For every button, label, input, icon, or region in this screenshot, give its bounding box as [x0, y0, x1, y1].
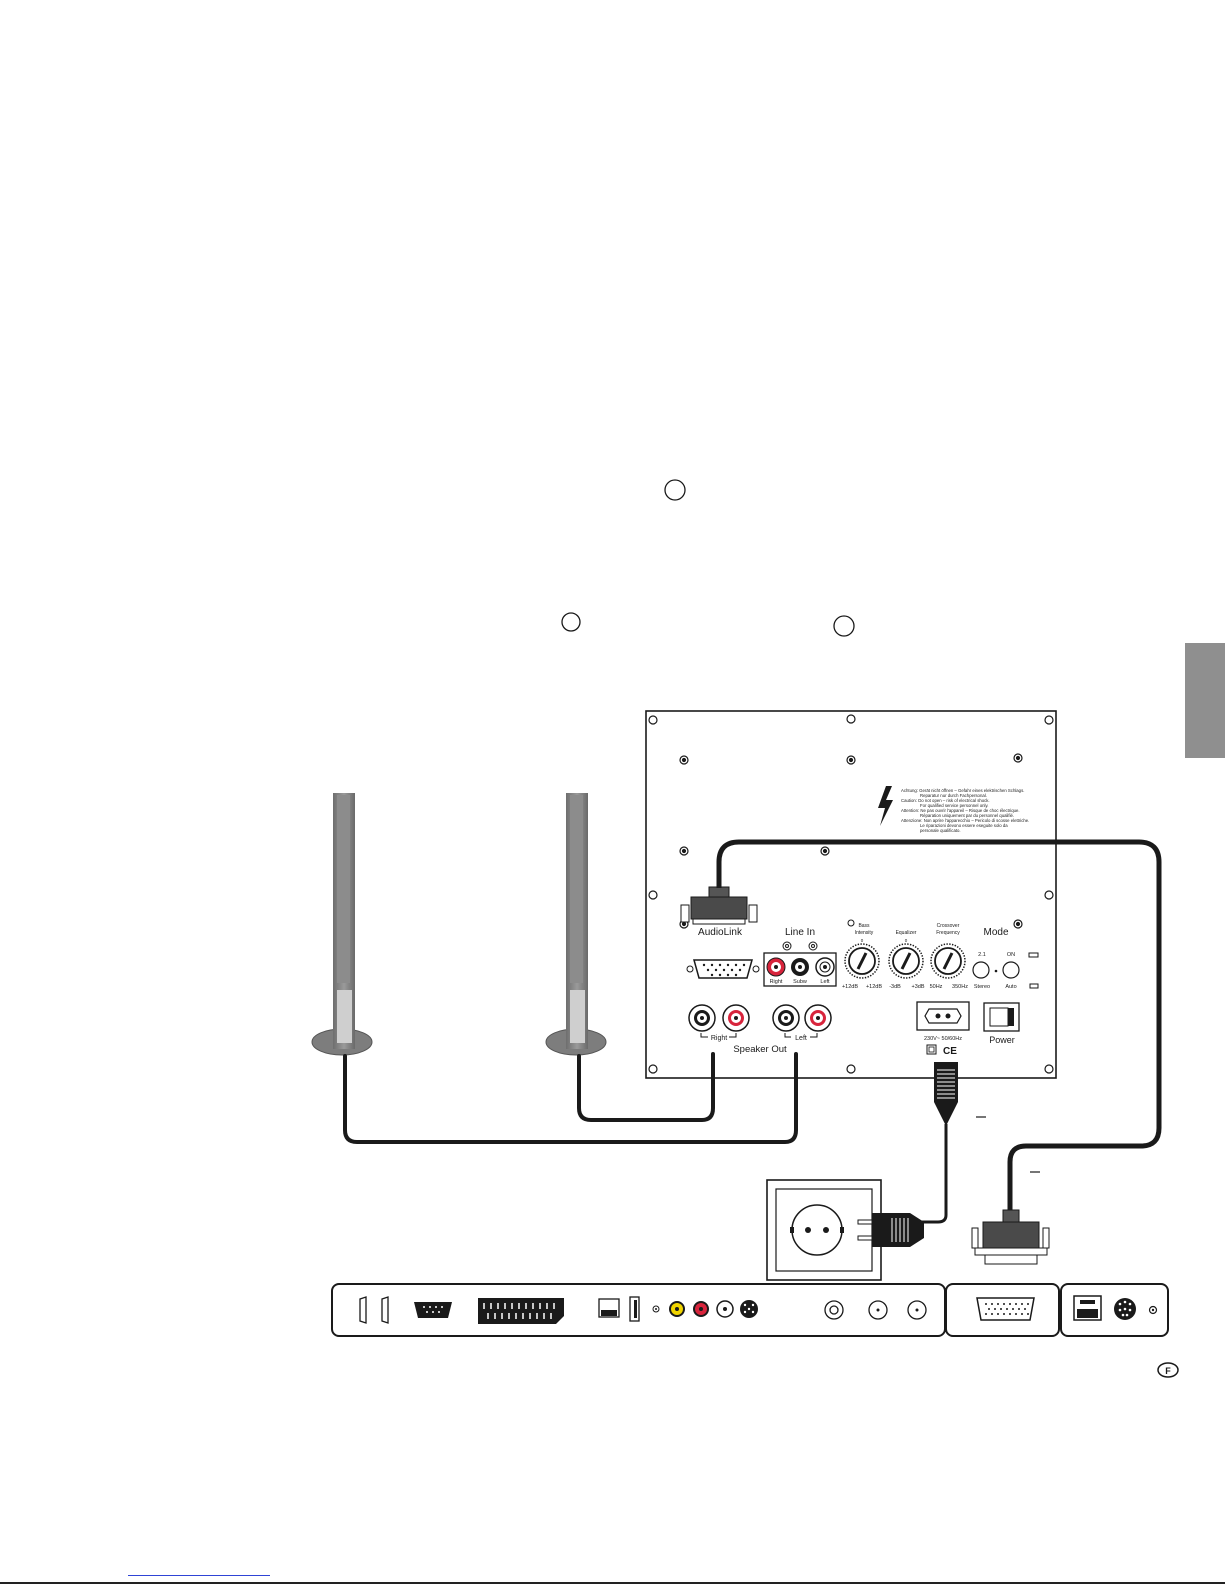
- svg-text:-3dB: -3dB: [889, 984, 901, 990]
- rj-port-icon: [1073, 1295, 1102, 1321]
- right-speaker: [545, 793, 607, 1056]
- mains-connector-plug: [934, 1062, 958, 1126]
- svg-text:Intensity: Intensity: [855, 930, 874, 936]
- scart-port-icon: [478, 1298, 564, 1324]
- svg-text:Le riparazioni devono essere e: Le riparazioni devono essere eseguite so…: [920, 823, 1008, 828]
- svg-text:Stereo: Stereo: [974, 984, 990, 990]
- mode-title: Mode: [983, 927, 1008, 938]
- speaker-out-title: Speaker Out: [733, 1044, 787, 1055]
- audiolink-tv-plug: [971, 1209, 1050, 1265]
- speaker-out-right-label: Right: [711, 1035, 727, 1042]
- page-bottom-rule: [0, 1582, 1225, 1584]
- svg-text:+12dB: +12dB: [866, 984, 882, 990]
- svg-text:Frequency: Frequency: [936, 930, 960, 936]
- svg-text:Attention: Ne pas ouvrir l'app: Attention: Ne pas ouvrir l'appareil – Ri…: [901, 808, 1020, 813]
- euro-plug-icon: [857, 1213, 924, 1247]
- svg-text:+12dB: +12dB: [842, 984, 858, 990]
- svg-text:0: 0: [905, 938, 908, 943]
- line-in-right-label: Right: [770, 979, 783, 985]
- lightning-bolt-icon: [878, 786, 893, 826]
- speaker-out-left-label: Left: [795, 1035, 807, 1042]
- svg-text:personale qualificato.: personale qualificato.: [920, 828, 961, 833]
- equalizer-knob: Equalizer 0 -3dB +3dB: [888, 930, 925, 990]
- svg-text:For qualified service personne: For qualified service personnel only.: [920, 803, 988, 808]
- speaker-out-group: Right Left Speaker Out: [688, 1004, 832, 1055]
- page-language-badge: F: [1157, 1362, 1179, 1378]
- bass-intensity-knob: Bass Intensity 0 +12dB +12dB: [842, 919, 882, 990]
- audiolink-connector: [680, 886, 758, 925]
- speaker-cables: [343, 1052, 798, 1144]
- dsub-port: [686, 959, 760, 979]
- crossover-frequency-knob: Crossover Frequency 50Hz 350Hz: [930, 923, 969, 990]
- vga-port-icon: [414, 1302, 452, 1318]
- svg-text:Reparatur nur durch Fachperson: Reparatur nur durch Fachpersonal.: [920, 793, 987, 798]
- power-rating-label: 230V~ 50/60Hz: [924, 1036, 962, 1042]
- mode-switches: Mode 2.1 ON Stereo Auto: [972, 927, 1039, 990]
- callout-circle: [664, 479, 686, 501]
- mini-din-port-icon: [1114, 1298, 1136, 1320]
- power-inlet: 230V~ 50/60Hz CE: [916, 1001, 970, 1057]
- svg-text:Bass: Bass: [858, 923, 870, 929]
- av-input-jacks: [652, 1300, 758, 1318]
- power-label: Power: [989, 1035, 1015, 1045]
- line-in-group: Line In Right Subw Left: [763, 927, 837, 987]
- svg-text:Attenzione: Non aprire l'appar: Attenzione: Non aprire l'apparecchio – P…: [901, 818, 1029, 823]
- svg-text:Auto: Auto: [1005, 984, 1016, 990]
- power-switch: Power: [983, 1002, 1020, 1045]
- audiolink-cable: [716, 839, 1162, 1210]
- hdmi-port-icon: [359, 1296, 389, 1324]
- svg-text:Equalizer: Equalizer: [896, 930, 917, 936]
- audiolink-label: AudioLink: [698, 927, 743, 938]
- audiolink-tv-port: [976, 1297, 1035, 1321]
- network-port-icon: [598, 1298, 620, 1318]
- svg-text:0: 0: [861, 938, 864, 943]
- line-in-left-label: Left: [820, 979, 830, 985]
- footer-link-underline: [128, 1575, 270, 1576]
- svg-text:2.1: 2.1: [978, 952, 986, 958]
- chapter-side-tab: [1185, 643, 1225, 758]
- svg-text:Réparation uniquement par du p: Réparation uniquement par du personnel q…: [920, 813, 1014, 818]
- svg-text:Crossover: Crossover: [937, 923, 960, 929]
- svg-text:Caution: Do not open – risk of: Caution: Do not open – risk of electrica…: [901, 798, 990, 803]
- wall-socket-icon: [766, 1179, 882, 1281]
- usb-port-icon: [629, 1296, 640, 1322]
- svg-text:Achtung: Gerät nicht öffnen –: Achtung: Gerät nicht öffnen – Gefahr ein…: [901, 788, 1024, 793]
- line-in-subw-label: Subw: [793, 979, 807, 985]
- line-in-title: Line In: [785, 927, 815, 938]
- antenna-sockets: [824, 1300, 927, 1320]
- ce-mark-icon: CE: [943, 1046, 957, 1057]
- svg-text:+3dB: +3dB: [912, 984, 925, 990]
- left-speaker: [311, 793, 373, 1056]
- jack-port-icon: [1148, 1305, 1158, 1315]
- svg-text:F: F: [1165, 1366, 1171, 1376]
- power-cable: [920, 1124, 948, 1224]
- warning-text: Achtung: Gerät nicht öffnen – Gefahr ein…: [901, 788, 1029, 833]
- callout-circle: [561, 612, 581, 632]
- callout-circle: [833, 615, 855, 637]
- svg-text:ON: ON: [1007, 952, 1015, 958]
- svg-text:350Hz: 350Hz: [952, 984, 968, 990]
- svg-text:50Hz: 50Hz: [930, 984, 943, 990]
